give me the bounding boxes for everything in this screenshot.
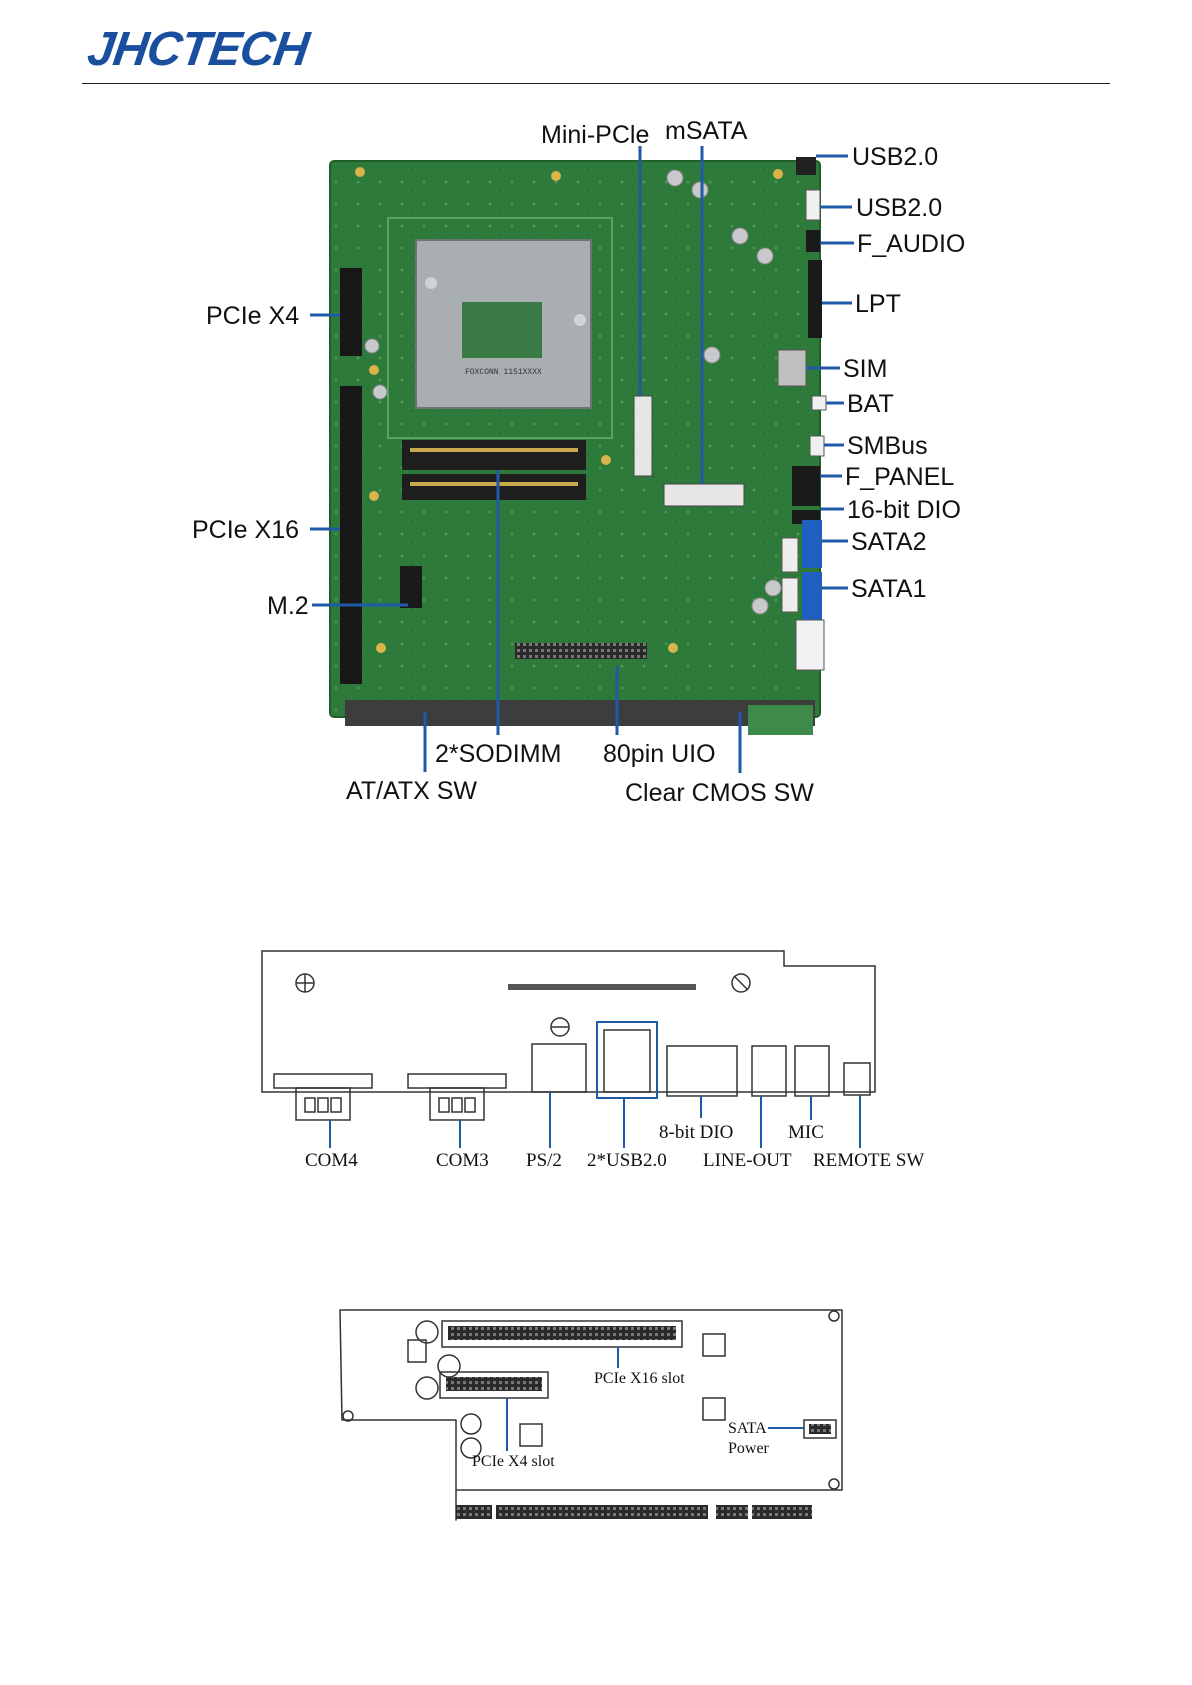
label-bat: BAT — [847, 390, 894, 418]
mini-pcie-slot — [634, 396, 652, 476]
rear-io-panel-drawing — [262, 951, 875, 1120]
smbus-header — [810, 436, 824, 456]
label-sodimm: 2*SODIMM — [435, 740, 561, 768]
label-sata1: SATA1 — [851, 575, 927, 603]
sodimm-sockets — [402, 440, 586, 500]
label-smbus: SMBus — [847, 432, 928, 460]
cpu-socket-text: FOXCONN 1151XXXX — [465, 368, 542, 377]
label-remote-sw: REMOTE SW — [813, 1150, 924, 1171]
label-lpt: LPT — [855, 290, 901, 318]
riser-callouts: PCIe X16 slot PCIe X4 slot SATA Power — [472, 1347, 804, 1470]
label-msata: mSATA — [665, 117, 748, 145]
bat-header — [812, 396, 826, 410]
label-com3: COM3 — [436, 1150, 489, 1171]
label-atx-sw: AT/ATX SW — [346, 777, 477, 805]
rear-io-callouts: COM4 COM3 PS/2 2*USB2.0 8-bit DIO LINE-O… — [305, 1092, 924, 1171]
label-dio16: 16-bit DIO — [847, 496, 961, 524]
label-sata-power-1: SATA — [728, 1420, 767, 1437]
label-line-out: LINE-OUT — [703, 1150, 792, 1171]
label-m2: M.2 — [267, 592, 309, 620]
label-pcie-x16-slot: PCIe X16 slot — [594, 1370, 685, 1387]
label-usb20-rear: 2*USB2.0 — [587, 1150, 667, 1171]
cpu-socket: FOXCONN 1151XXXX — [388, 218, 612, 438]
label-usb20-port: USB2.0 — [852, 143, 938, 171]
usb20-port — [796, 157, 816, 175]
usb20-header — [806, 190, 820, 220]
m2-slot — [400, 566, 422, 608]
uio-80pin-connector — [515, 643, 647, 659]
sata1-port — [802, 572, 822, 622]
label-ps2: PS/2 — [526, 1150, 562, 1171]
pcie-x16-slot — [340, 386, 362, 684]
f-audio-header — [806, 230, 820, 252]
riser-card-drawing — [340, 1310, 842, 1520]
label-pcie-x4-slot: PCIe X4 slot — [472, 1453, 555, 1470]
label-com4: COM4 — [305, 1150, 358, 1171]
f-panel-header — [792, 466, 820, 506]
motherboard-photo: FOXCONN 1151XXXX — [330, 157, 826, 735]
sata2-port — [802, 520, 822, 568]
label-sim: SIM — [843, 355, 887, 383]
msata-slot — [664, 484, 744, 506]
label-pcie-x4: PCIe X4 — [206, 302, 299, 330]
label-sata-power-2: Power — [728, 1440, 770, 1457]
sim-socket — [778, 350, 806, 386]
label-mic: MIC — [788, 1122, 824, 1143]
label-pcie-x16: PCIe X16 — [192, 516, 299, 544]
label-uio80: 80pin UIO — [603, 740, 716, 768]
label-mini-pcie: Mini-PCle — [541, 121, 649, 149]
label-clear-cmos: Clear CMOS SW — [625, 779, 814, 807]
label-usb20-header: USB2.0 — [856, 194, 942, 222]
label-sata2: SATA2 — [851, 528, 927, 556]
label-f-panel: F_PANEL — [845, 463, 954, 491]
pcie-x4-slot — [340, 268, 362, 356]
label-dio8: 8-bit DIO — [659, 1122, 733, 1143]
label-f-audio: F_AUDIO — [857, 230, 965, 258]
lpt-header — [808, 260, 822, 338]
